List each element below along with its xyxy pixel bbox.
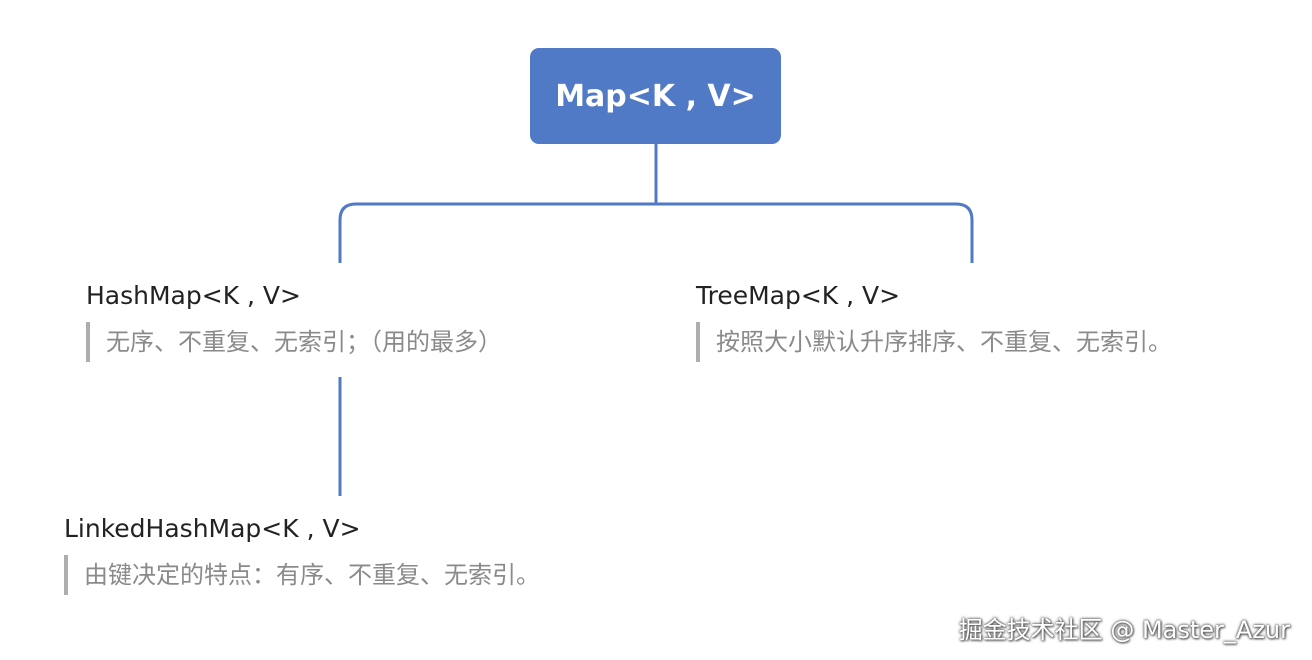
node-linked-hashmap-title: LinkedHashMap<K , V> [64, 514, 361, 543]
node-hashmap-title: HashMap<K , V> [86, 281, 301, 310]
root-node-label: Map<K , V> [555, 78, 756, 114]
node-hashmap-description: 无序、不重复、无索引；（用的最多） [86, 322, 502, 362]
branch-line-hashmap-treemap [338, 202, 974, 263]
node-linked-hashmap[interactable]: LinkedHashMap<K , V> 由键决定的特点：有序、不重复、无索引。 [64, 513, 540, 595]
root-node-map[interactable]: Map<K , V> [530, 48, 781, 144]
node-hashmap[interactable]: HashMap<K , V> 无序、不重复、无索引；（用的最多） [86, 280, 502, 362]
watermark-text: 掘金技术社区 @ Master_Azur [958, 616, 1290, 644]
node-treemap[interactable]: TreeMap<K , V> 按照大小默认升序排序、不重复、无索引。 [696, 280, 1172, 362]
node-treemap-description: 按照大小默认升序排序、不重复、无索引。 [696, 322, 1172, 362]
node-treemap-title: TreeMap<K , V> [696, 281, 901, 310]
node-linked-hashmap-description: 由键决定的特点：有序、不重复、无索引。 [64, 555, 540, 595]
